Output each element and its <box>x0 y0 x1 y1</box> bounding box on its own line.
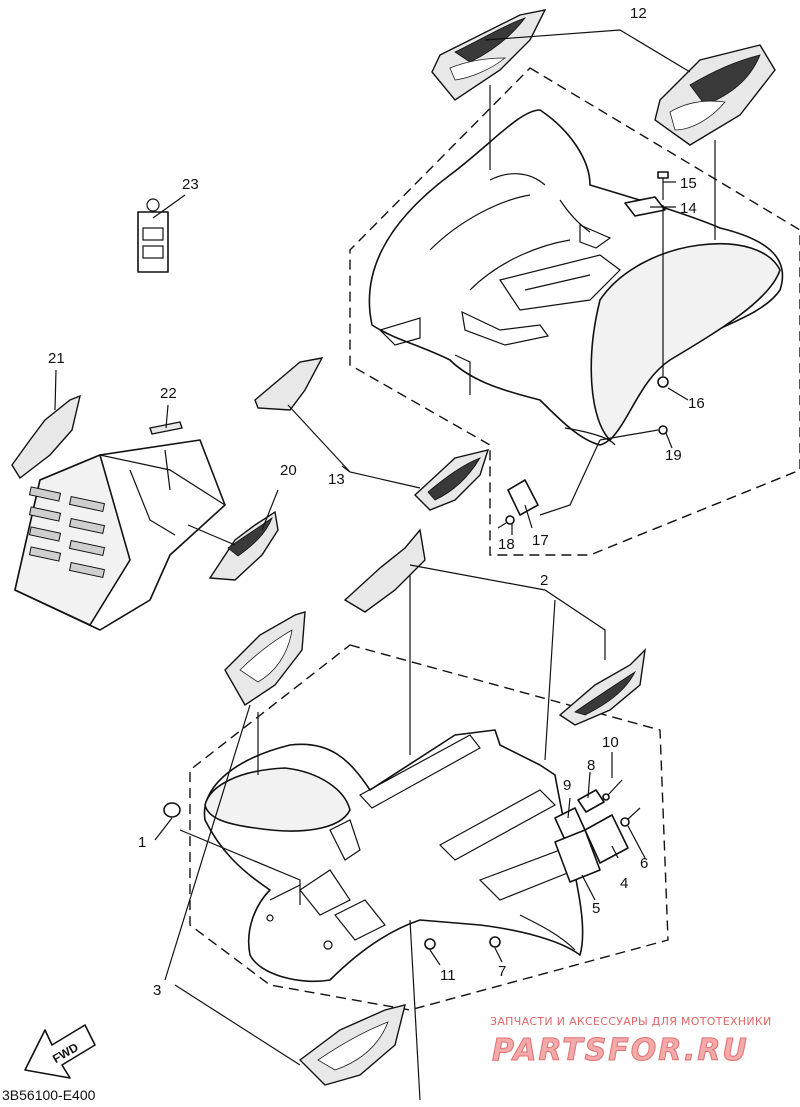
rear-graphic-right-decal[interactable] <box>654 44 776 146</box>
watermark: ЗАПЧАСТИ И АКСЕССУАРЫ ДЛЯ МОТОТЕХНИКИ PA… <box>490 1015 772 1069</box>
rear-tank-graphic-decal[interactable] <box>413 449 490 511</box>
nut-19[interactable] <box>658 425 668 435</box>
watermark-brand: PARTSFOR.RU <box>492 1033 749 1068</box>
callout-8: 8 <box>587 757 595 774</box>
fwd-arrow-icon: FWD <box>24 1024 96 1079</box>
rear-fender[interactable] <box>368 109 784 446</box>
front-fender-assembly-boundary <box>189 644 669 1011</box>
callout-6: 6 <box>640 855 648 872</box>
front-right-graphic-decal[interactable] <box>558 648 646 726</box>
plate-8[interactable] <box>577 789 605 813</box>
callout-7: 7 <box>498 963 506 980</box>
plate-4[interactable] <box>584 814 629 864</box>
callout-16: 16 <box>688 395 705 412</box>
callout-9: 9 <box>563 777 571 794</box>
grommet-16[interactable] <box>657 376 669 388</box>
rear-graphic-left-decal[interactable] <box>431 9 547 101</box>
callout-4: 4 <box>620 875 628 892</box>
grommet-7[interactable] <box>489 936 501 948</box>
front-left-graphic-top-decal[interactable] <box>224 611 306 706</box>
callout-11: 11 <box>440 967 456 984</box>
cap-1[interactable] <box>163 802 181 818</box>
bolt-15[interactable] <box>657 171 669 200</box>
callout-12: 12 <box>630 5 647 22</box>
callout-2: 2 <box>540 572 548 589</box>
callout-14: 14 <box>680 200 697 217</box>
callout-13: 13 <box>328 471 345 488</box>
graphic-20-decal[interactable] <box>208 510 279 581</box>
graphic-21-decal[interactable] <box>11 394 81 480</box>
callout-23: 23 <box>182 176 199 193</box>
callout-19: 19 <box>665 447 682 464</box>
callout-10: 10 <box>602 734 619 751</box>
diagram-code: 3B56100-E400 <box>2 1087 96 1103</box>
screw-10[interactable] <box>602 779 623 801</box>
caution-tag-23[interactable] <box>137 198 169 273</box>
callout-15: 15 <box>680 175 697 192</box>
callout-22: 22 <box>160 385 177 402</box>
front-left-graphic-bottom-decal[interactable] <box>298 1004 406 1086</box>
plate-5[interactable] <box>554 829 601 883</box>
callout-21: 21 <box>48 350 65 367</box>
front-top-graphic-decal[interactable] <box>343 528 426 613</box>
callout-18: 18 <box>498 536 515 553</box>
plate-17[interactable] <box>507 479 539 516</box>
callout-20: 20 <box>280 462 297 479</box>
grommet-11[interactable] <box>424 938 436 950</box>
callout-17: 17 <box>532 532 549 549</box>
leader-lines <box>54 29 716 1101</box>
plate-14[interactable] <box>624 196 666 217</box>
callout-1: 1 <box>138 834 146 851</box>
rear-side-graphic-decal[interactable] <box>254 357 324 411</box>
screw-18[interactable] <box>497 515 515 529</box>
front-fender[interactable] <box>203 729 584 983</box>
watermark-tagline: ЗАПЧАСТИ И АКСЕССУАРЫ ДЛЯ МОТОТЕХНИКИ <box>490 1015 772 1028</box>
callout-5: 5 <box>592 900 600 917</box>
clip-6[interactable] <box>620 807 641 827</box>
callout-3: 3 <box>153 982 161 999</box>
front-grille-box[interactable] <box>14 439 226 631</box>
callout-labels: 1 2 3 4 5 6 7 8 9 10 11 12 13 14 15 16 1… <box>48 5 705 999</box>
rear-fender-assembly-boundary <box>349 67 800 556</box>
